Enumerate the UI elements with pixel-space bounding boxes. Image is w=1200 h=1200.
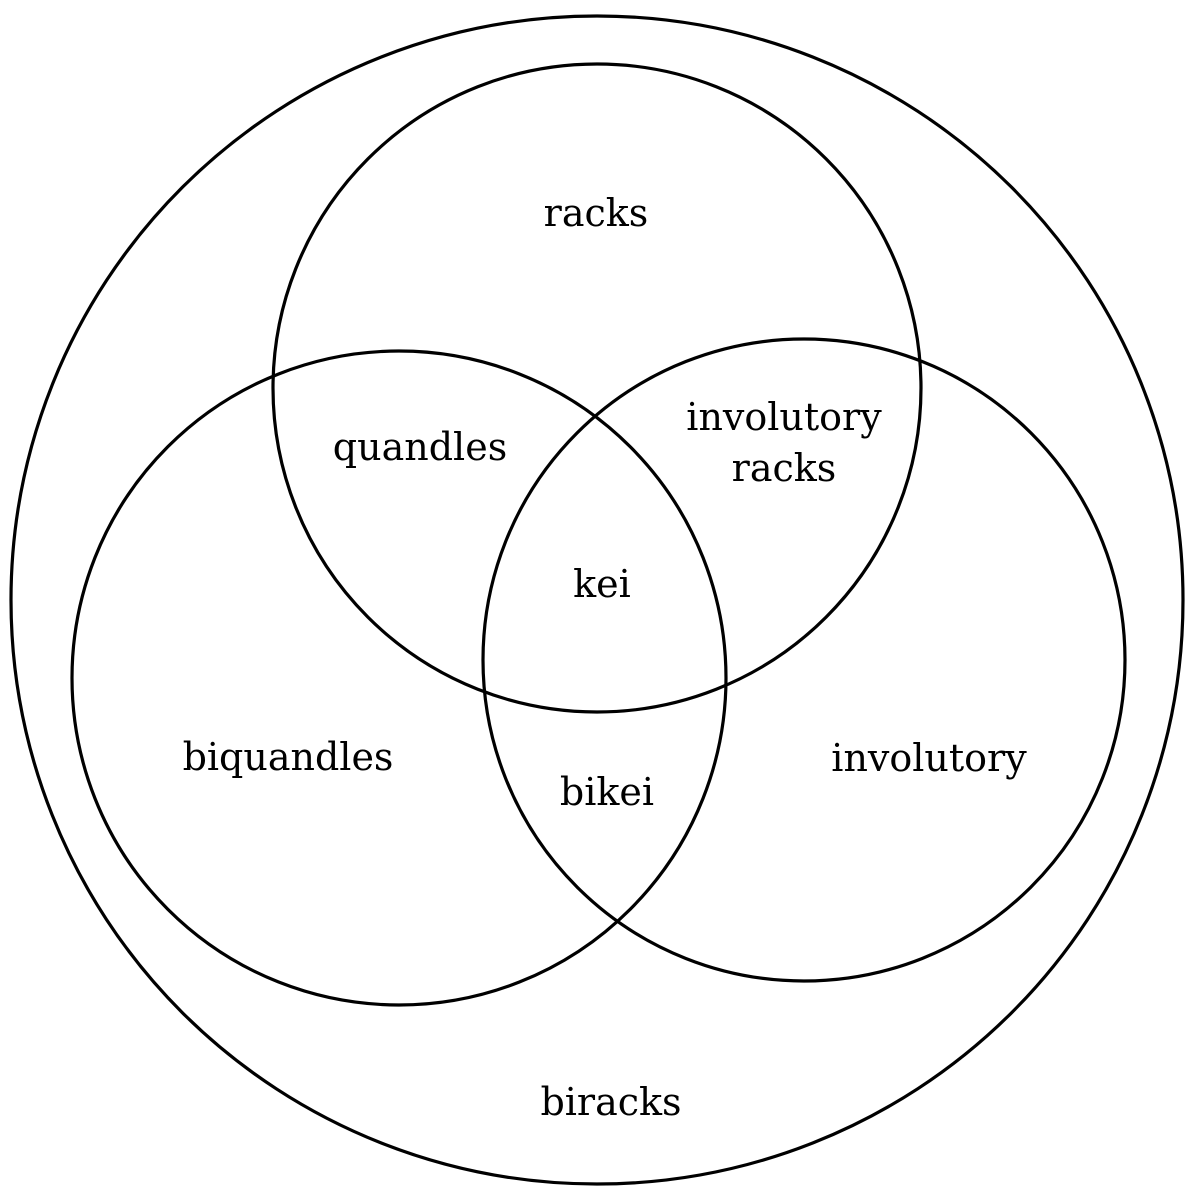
kei-label: kei — [573, 562, 631, 606]
involutory-label: involutory — [831, 736, 1027, 780]
biracks-label: biracks — [540, 1080, 681, 1124]
racks-label: racks — [544, 191, 649, 235]
racks-circle — [271, 62, 923, 714]
biquandles-circle — [70, 349, 728, 1007]
biquandles-label: biquandles — [183, 735, 394, 779]
bikei-label: bikei — [560, 770, 654, 814]
biracks-circle — [9, 14, 1185, 1186]
involutory-racks-label-line2: racks — [732, 446, 837, 490]
involutory-circle — [481, 337, 1127, 983]
involutory-racks-label-line1: involutory — [686, 395, 882, 439]
quandles-label: quandles — [333, 425, 507, 469]
